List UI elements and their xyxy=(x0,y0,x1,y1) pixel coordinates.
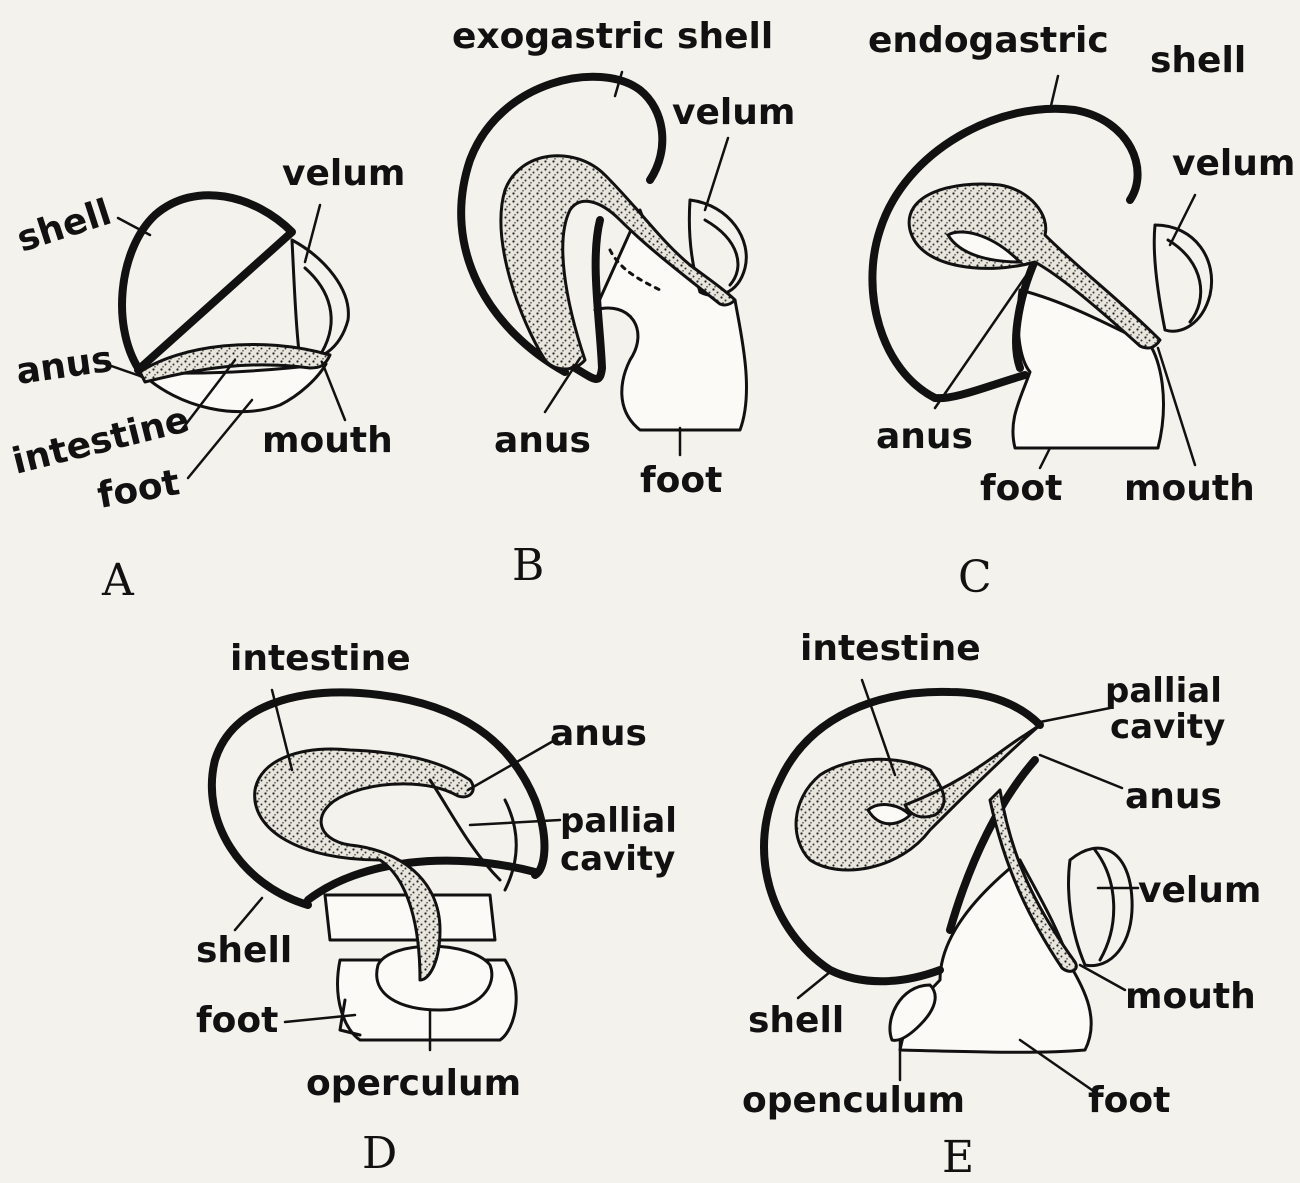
label-operculum: openculum xyxy=(742,1080,965,1121)
panel-c: endogastric shell velum anus foot mouth … xyxy=(868,20,1295,603)
velum-inner xyxy=(705,220,738,285)
panel-letter-d: D xyxy=(362,1128,397,1179)
label-shell-2: shell xyxy=(1150,40,1246,81)
label-velum: velum xyxy=(1172,143,1295,184)
foot-shape xyxy=(1013,290,1164,448)
panel-letter-c: C xyxy=(958,552,992,603)
label-mouth: mouth xyxy=(1124,468,1255,509)
label-intestine: intestine xyxy=(230,638,411,679)
label-foot: foot xyxy=(640,460,722,501)
label-anus: anus xyxy=(550,713,647,754)
label-velum: velum xyxy=(1138,870,1261,911)
label-pallial-2: cavity xyxy=(560,839,675,879)
label-velum: velum xyxy=(282,153,405,194)
label-pallial-1: pallial xyxy=(560,801,677,841)
panel-d: intestine anus pallial cavity shell foot… xyxy=(196,638,677,1179)
leader-foot xyxy=(1040,448,1050,468)
panel-letter-a: A xyxy=(101,555,135,606)
velum-inner xyxy=(1168,240,1201,322)
label-foot: foot xyxy=(1088,1080,1170,1121)
label-mouth: mouth xyxy=(1125,976,1256,1017)
label-shell: shell xyxy=(196,930,292,971)
label-anus: anus xyxy=(494,420,591,461)
leader-shell xyxy=(798,972,830,998)
panel-b: exogastric shell velum anus foot B xyxy=(452,16,795,591)
panel-d-drawing xyxy=(212,693,545,1040)
leader-mouth xyxy=(322,362,345,420)
label-shell: exogastric shell xyxy=(452,16,773,57)
label-foot: foot xyxy=(94,462,182,517)
leader-velum xyxy=(705,138,728,210)
label-operculum: operculum xyxy=(306,1063,521,1104)
panel-c-drawing xyxy=(872,109,1211,448)
panel-e: intestine pallial cavity anus velum mout… xyxy=(742,628,1261,1183)
label-intestine: intestine xyxy=(800,628,981,669)
leader-anus xyxy=(468,740,555,790)
label-foot: foot xyxy=(196,1000,278,1041)
velum-shape xyxy=(1069,848,1133,966)
label-pallial-1: pallial xyxy=(1105,671,1222,711)
velum-inner xyxy=(1095,850,1114,960)
label-anus: anus xyxy=(1125,776,1222,817)
pallial-line-2 xyxy=(505,800,516,890)
leader-anus xyxy=(1040,755,1122,788)
velum-shape xyxy=(1154,225,1211,331)
label-shell-1: endogastric xyxy=(868,20,1109,61)
label-anus: anus xyxy=(14,339,116,393)
panel-letter-e: E xyxy=(942,1132,974,1183)
panel-letter-b: B xyxy=(512,540,544,591)
label-pallial-2: cavity xyxy=(1110,707,1225,747)
label-shell: shell xyxy=(12,192,116,261)
leader-pallial xyxy=(1040,708,1110,722)
label-foot: foot xyxy=(980,468,1062,509)
leader-shell xyxy=(235,898,262,930)
panel-e-drawing xyxy=(764,692,1132,1052)
velum-shape xyxy=(292,240,348,360)
velum-inner xyxy=(305,268,331,352)
panel-a: shell velum anus intestine foot mouth A xyxy=(8,153,405,606)
foot-shape xyxy=(595,210,746,430)
label-velum: velum xyxy=(672,92,795,133)
label-anus: anus xyxy=(876,416,973,457)
leader-mouth xyxy=(1080,965,1125,990)
label-shell: shell xyxy=(748,1000,844,1041)
label-mouth: mouth xyxy=(262,420,393,461)
